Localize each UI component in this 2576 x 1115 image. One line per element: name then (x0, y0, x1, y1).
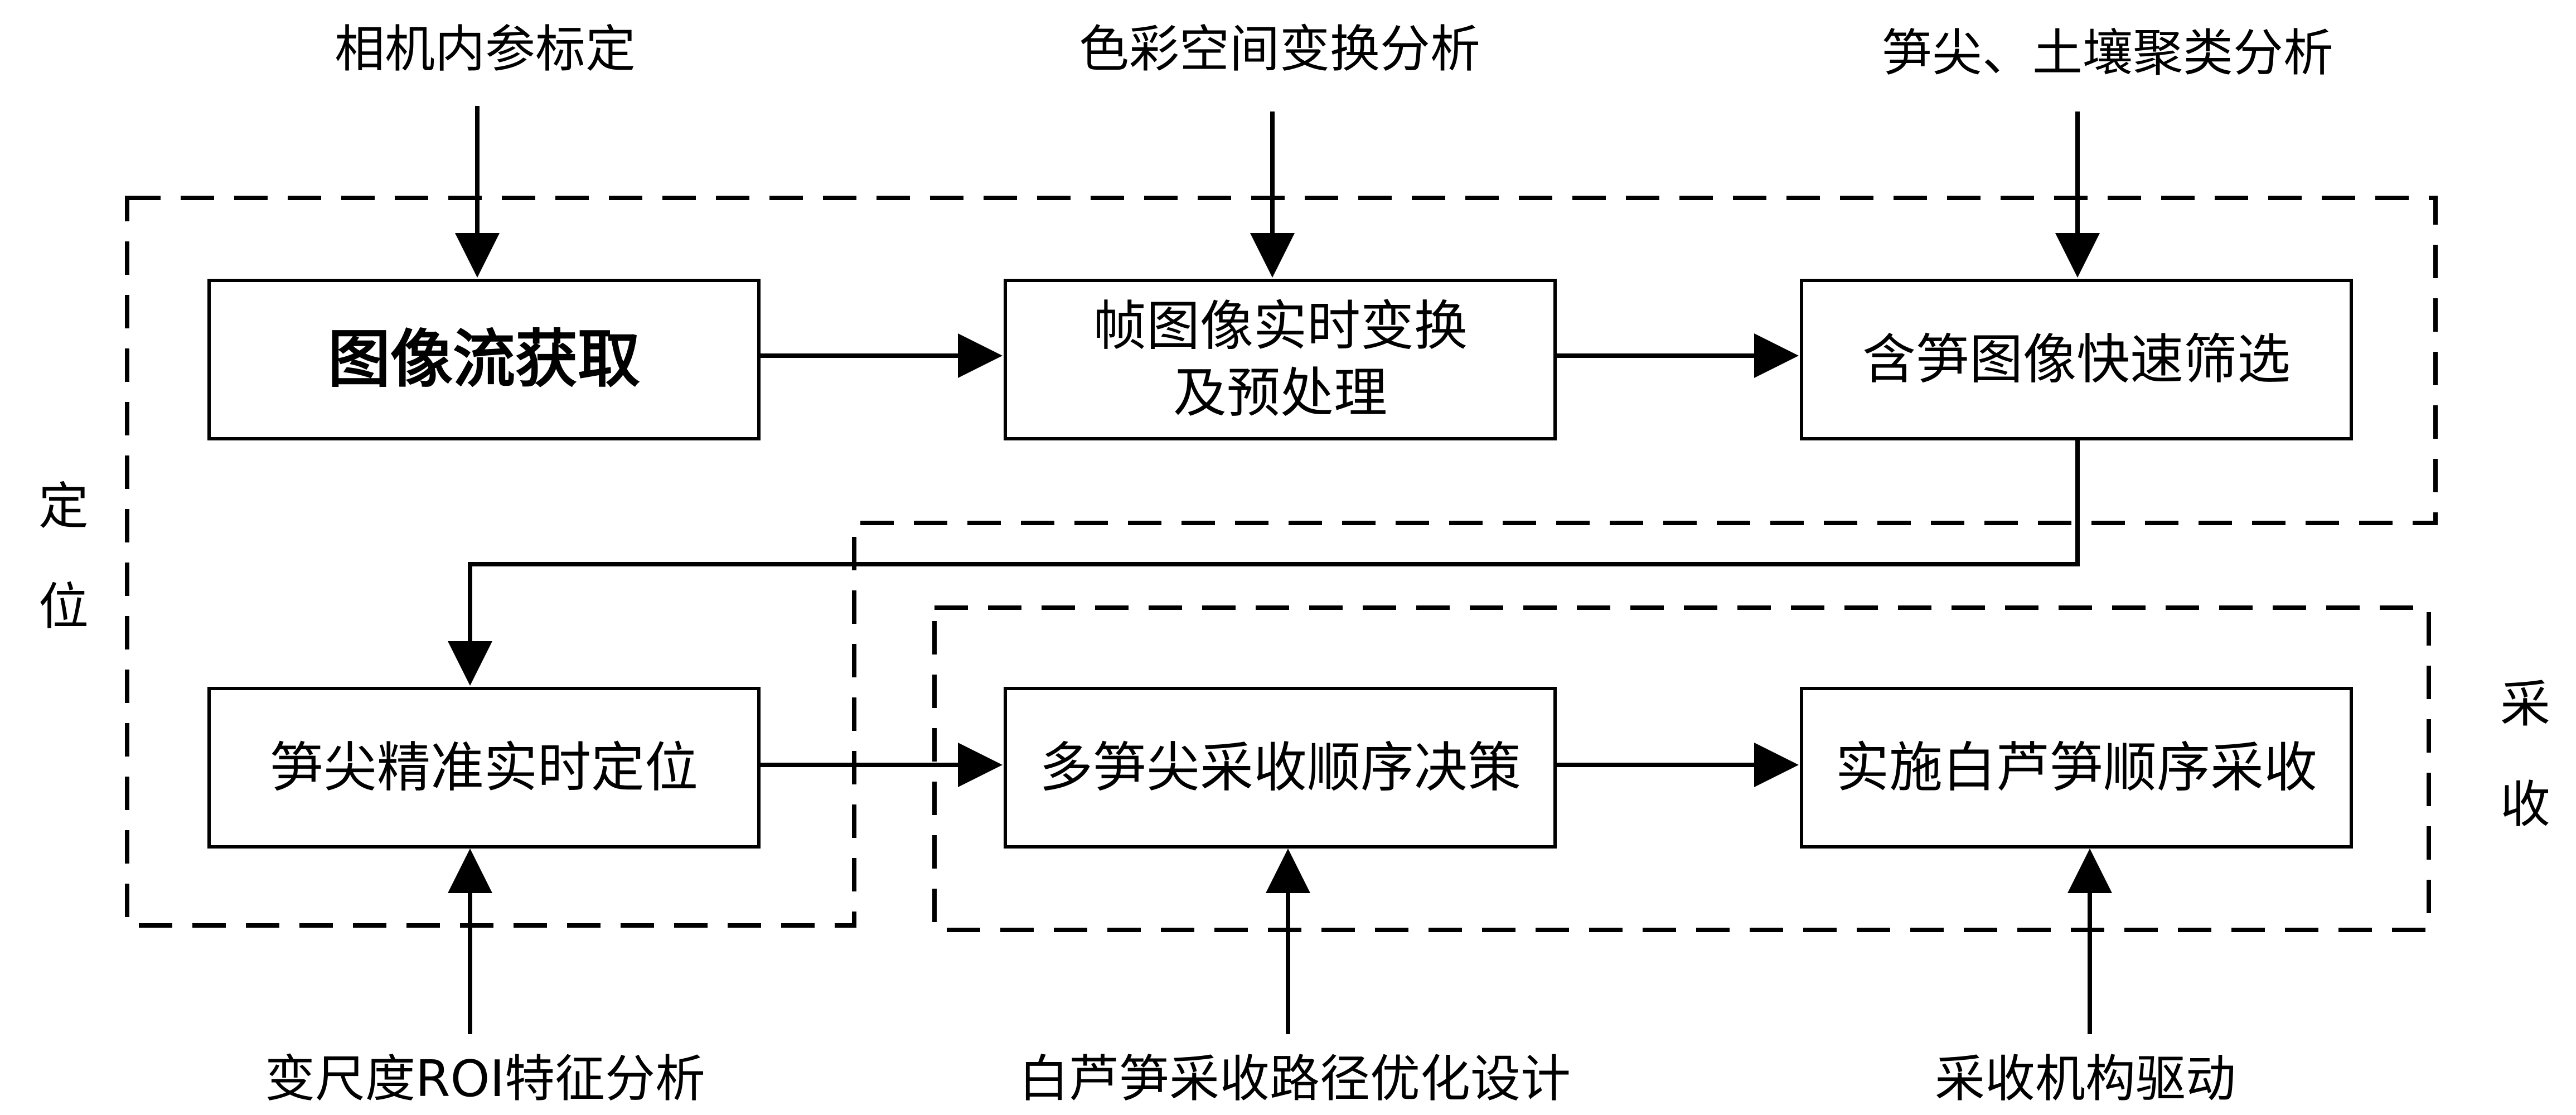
box-image-stream: 图像流获取 (207, 279, 761, 440)
label-path-optimization: 白芦笋采收路径优化设计 (1019, 1050, 1571, 1108)
group-label-harvest: 采收 (2491, 677, 2550, 878)
box-execute-harvest-label: 实施白芦笋顺序采收 (1836, 736, 2317, 799)
label-mechanism-drive: 采收机构驱动 (1935, 1050, 2236, 1108)
box-execute-harvest: 实施白芦笋顺序采收 (1800, 687, 2353, 849)
box-order-decision: 多笋尖采收顺序决策 (1004, 687, 1557, 849)
label-roi-feature-analysis: 变尺度ROI特征分析 (265, 1050, 705, 1108)
box-frame-transform: 帧图像实时变换 及预处理 (1004, 279, 1557, 440)
box-image-stream-label: 图像流获取 (328, 323, 640, 396)
label-color-space-analysis: 色彩空间变换分析 (1079, 20, 1480, 79)
arrow-screening-to-localization (448, 439, 2080, 686)
localization-group-border (125, 196, 2438, 928)
label-clustering-analysis: 笋尖、土壤聚类分析 (1882, 24, 2333, 83)
label-camera-calibration: 相机内参标定 (335, 20, 636, 79)
box-fast-screening-label: 含笋图像快速筛选 (1862, 328, 2291, 391)
box-tip-localization: 笋尖精准实时定位 (207, 687, 761, 849)
box-fast-screening: 含笋图像快速筛选 (1800, 279, 2353, 440)
box-order-decision-label: 多笋尖采收顺序决策 (1039, 736, 1521, 799)
box-frame-transform-label: 帧图像实时变换 及预处理 (1093, 295, 1468, 424)
box-tip-localization-label: 笋尖精准实时定位 (270, 736, 698, 799)
group-label-localization: 定位 (30, 479, 88, 680)
